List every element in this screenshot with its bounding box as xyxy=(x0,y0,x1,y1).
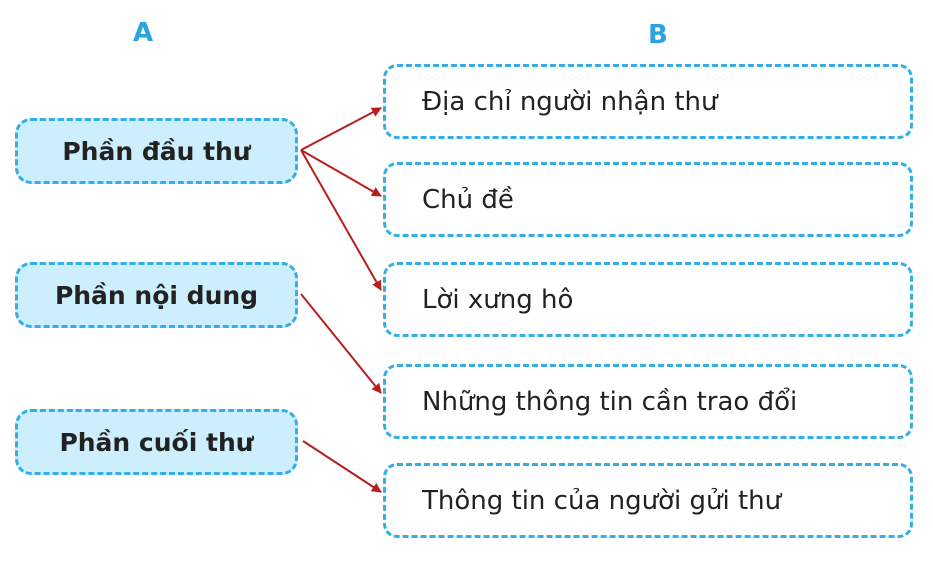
column-a-header: A xyxy=(133,18,154,48)
connector-arrow-0-0 xyxy=(300,107,382,151)
connector-arrow-0-1 xyxy=(300,149,382,197)
item-a-phan-noi-dung: Phần nội dung xyxy=(15,262,298,328)
connector-arrow-0-2 xyxy=(300,149,382,291)
connector-arrow-2-4 xyxy=(302,440,382,493)
item-a-phan-dau-thu: Phần đầu thư xyxy=(15,118,298,184)
item-b-thong-tin-trao-doi: Những thông tin cần trao đổi xyxy=(383,364,913,439)
item-a-phan-cuoi-thu: Phần cuối thư xyxy=(15,409,298,475)
item-b-dia-chi-nguoi-nhan: Địa chỉ người nhận thư xyxy=(383,64,913,139)
item-b-chu-de: Chủ đề xyxy=(383,162,913,237)
connector-arrow-1-3 xyxy=(300,293,382,394)
item-b-loi-xung-ho: Lời xưng hô xyxy=(383,262,913,337)
item-b-thong-tin-nguoi-gui: Thông tin của người gửi thư xyxy=(383,463,913,538)
column-b-header: B xyxy=(648,20,668,50)
